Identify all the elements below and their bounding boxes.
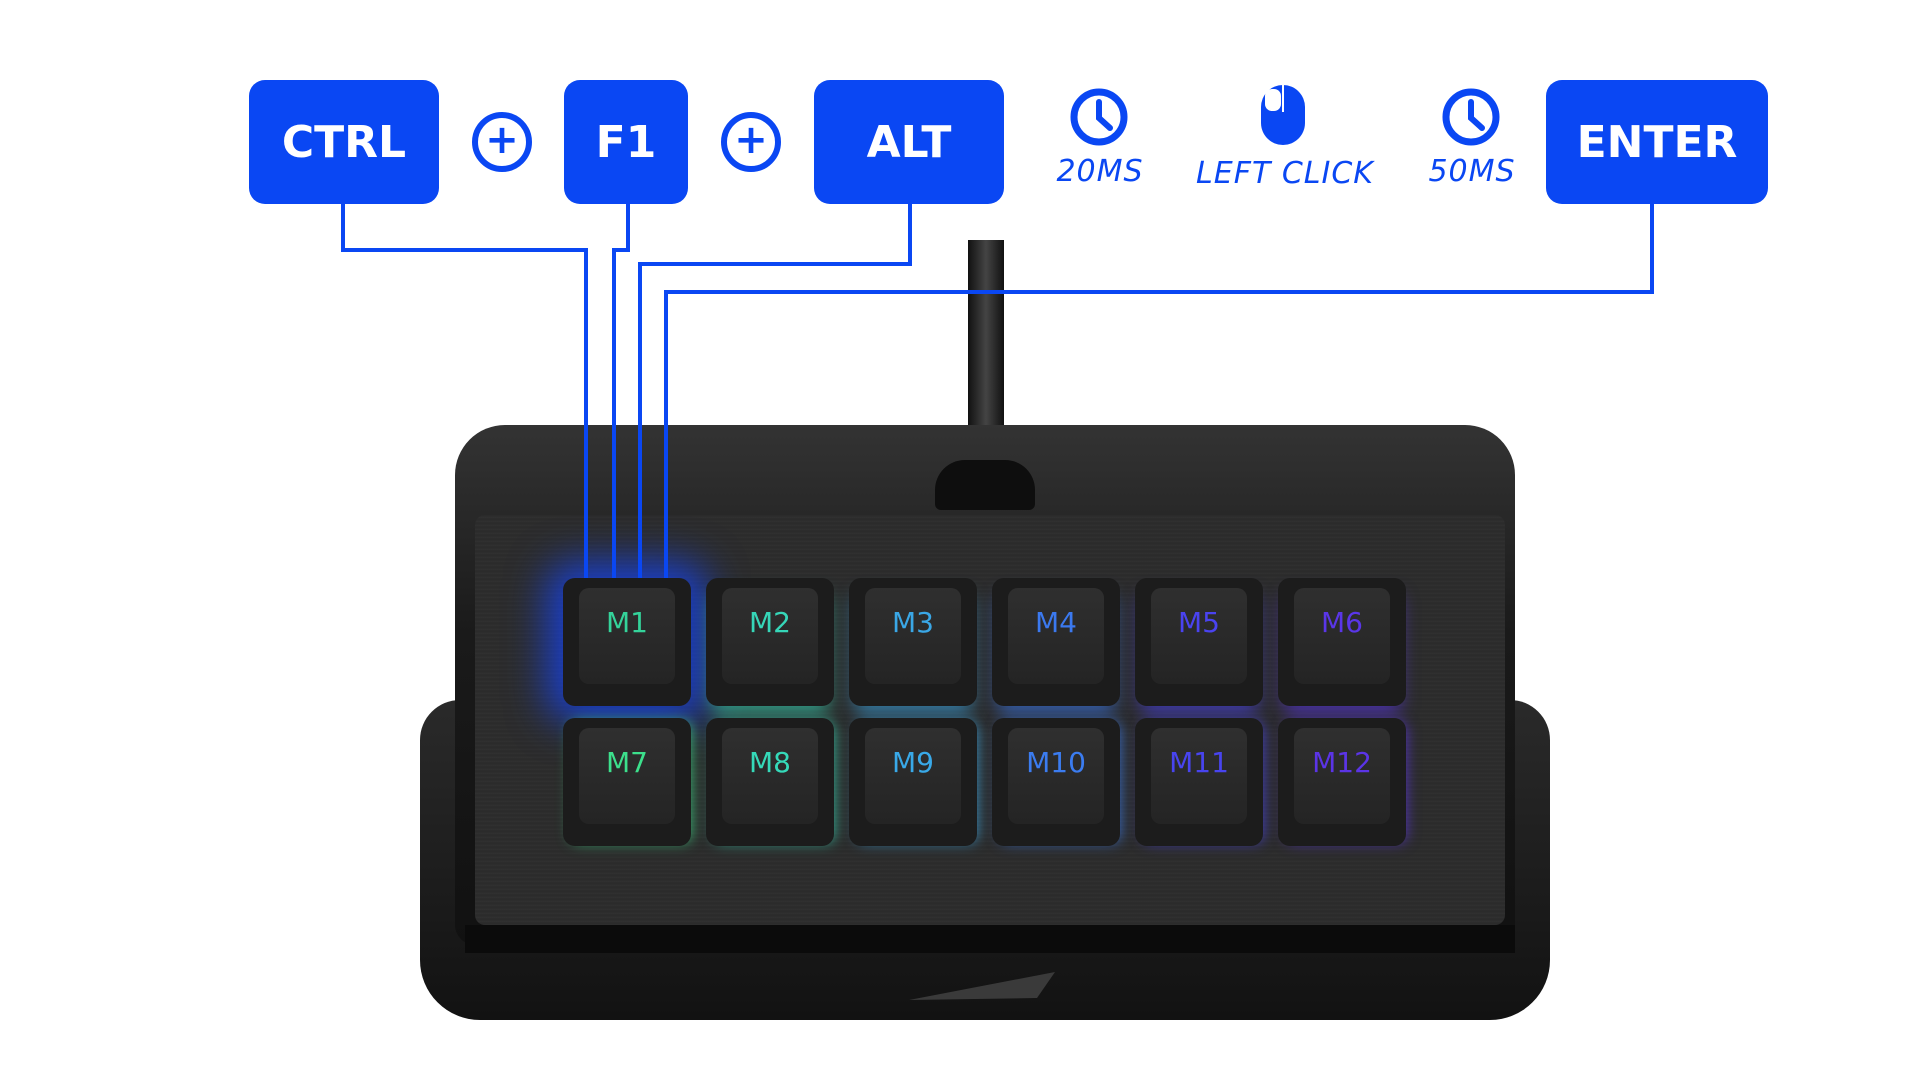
key-label: M2 bbox=[722, 588, 818, 684]
cable-port bbox=[935, 460, 1035, 510]
delay-label: 50MS bbox=[1428, 154, 1516, 189]
macro-key-enter: ENTER bbox=[1546, 80, 1768, 204]
keypad-key-m1[interactable]: M1 bbox=[563, 578, 691, 706]
key-label: M7 bbox=[579, 728, 675, 824]
plus-icon: + bbox=[472, 112, 532, 172]
key-label: M3 bbox=[865, 588, 961, 684]
keypad-key-m3[interactable]: M3 bbox=[849, 578, 977, 706]
macro-key-f1: F1 bbox=[564, 80, 688, 204]
keypad-key-m8[interactable]: M8 bbox=[706, 718, 834, 846]
keypad-key-m2[interactable]: M2 bbox=[706, 578, 834, 706]
mouse-icon bbox=[1261, 85, 1305, 145]
wire-ctrl bbox=[341, 204, 588, 578]
key-label: M1 bbox=[579, 588, 675, 684]
clock-icon bbox=[1070, 88, 1128, 146]
key-label: M11 bbox=[1151, 728, 1247, 824]
macro-key-alt: ALT bbox=[814, 80, 1004, 204]
keypad-key-m4[interactable]: M4 bbox=[992, 578, 1120, 706]
key-label: M8 bbox=[722, 728, 818, 824]
wire-f1 bbox=[612, 204, 630, 578]
click-label: LEFT CLICK bbox=[1196, 156, 1374, 191]
key-label: M12 bbox=[1294, 728, 1390, 824]
wire-alt bbox=[638, 204, 912, 578]
macro-key-ctrl: CTRL bbox=[249, 80, 439, 204]
key-label: M10 bbox=[1008, 728, 1104, 824]
keypad-key-m9[interactable]: M9 bbox=[849, 718, 977, 846]
clock-icon bbox=[1442, 88, 1500, 146]
keypad-key-m10[interactable]: M10 bbox=[992, 718, 1120, 846]
wire-enter bbox=[664, 204, 1654, 578]
delay-label: 20MS bbox=[1056, 154, 1144, 189]
key-label: M9 bbox=[865, 728, 961, 824]
keypad-key-m5[interactable]: M5 bbox=[1135, 578, 1263, 706]
brand-logo-mark bbox=[909, 972, 1055, 1000]
key-label: M4 bbox=[1008, 588, 1104, 684]
key-label: M5 bbox=[1151, 588, 1247, 684]
plus-icon: + bbox=[721, 112, 781, 172]
device-lip bbox=[465, 925, 1515, 953]
keypad-key-m7[interactable]: M7 bbox=[563, 718, 691, 846]
keypad-key-m12[interactable]: M12 bbox=[1278, 718, 1406, 846]
keypad-key-m6[interactable]: M6 bbox=[1278, 578, 1406, 706]
key-label: M6 bbox=[1294, 588, 1390, 684]
keypad-key-m11[interactable]: M11 bbox=[1135, 718, 1263, 846]
